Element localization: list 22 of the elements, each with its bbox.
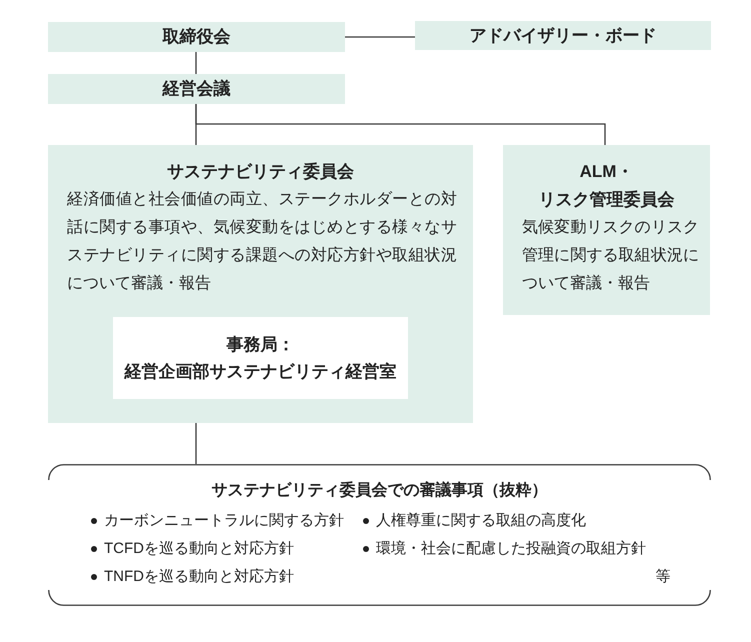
connector-line (195, 423, 197, 464)
list-item: TNFDを巡る動向と対応方針 (104, 567, 294, 587)
panel-text: 経済価値と社会価値の両立、ステークホルダーとの対話に関する事項や、気候変動をはじめとする様々なサステナビリティに関する課題への対応方針や取組状況について審議・報告 (67, 190, 457, 294)
panel-heading: サステナビリティ委員会 (166, 161, 355, 183)
panel-heading: ALM・リスク管理委員会 (538, 161, 676, 211)
secretariat-box (113, 317, 408, 399)
connector-line (195, 52, 197, 74)
org-box: 取締役会 (48, 22, 345, 52)
org-box: アドバイザリー・ボード (415, 21, 711, 50)
list-note: 等 (654, 567, 672, 587)
panel-text: 気候変動リスクのリスク管理に関する取組状況について審議・報告 (522, 218, 699, 294)
committee-panel (48, 145, 473, 423)
list-item: 環境・社会に配慮した投融資の取組方針 (376, 539, 646, 559)
list-item: TCFDを巡る動向と対応方針 (104, 539, 294, 559)
list-heading: サステナビリティ委員会での審議事項（抜粋） (210, 480, 548, 501)
org-box: 経営会議 (48, 74, 345, 104)
box-heading: 事務局：経営企画部サステナビリティ経営室 (123, 334, 398, 383)
connector-line (345, 36, 415, 38)
list-item: カーボンニュートラルに関する方針 (104, 511, 344, 531)
list-item: 人権尊重に関する取組の高度化 (376, 511, 586, 531)
connector-line (195, 104, 606, 145)
committee-panel (503, 145, 710, 315)
